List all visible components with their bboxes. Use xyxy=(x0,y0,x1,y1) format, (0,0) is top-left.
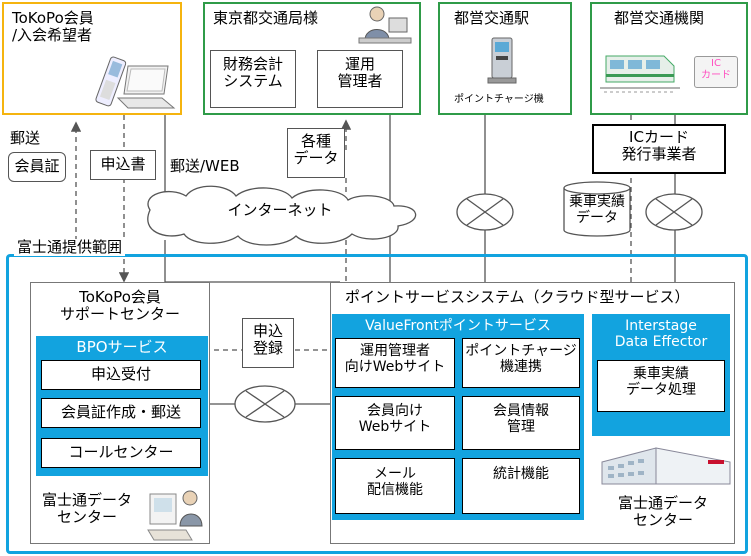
bpo-item-label: 会員証作成・郵送 xyxy=(60,403,181,421)
ride-data-processing-box: 乗車実績 データ処理 xyxy=(597,360,725,412)
vf-item-operator-web: 運用管理者 向けWebサイト xyxy=(335,338,455,388)
internet-label: インターネット xyxy=(227,201,333,219)
application-form-box: 申込書 xyxy=(90,150,156,180)
application-registration-label: 申込 登録 xyxy=(252,322,283,358)
mail-label: 郵送 xyxy=(10,129,41,147)
ic-card-icon: IC カード xyxy=(694,56,738,88)
valuefront-label: ValueFrontポイントサービス xyxy=(365,318,551,334)
member-card-label: 会員証 xyxy=(14,157,60,175)
mail-web-label: 郵送/WEB xyxy=(170,157,240,175)
vf-item-charge-machine-link: ポイントチャージ 機連携 xyxy=(462,338,580,388)
ride-data-cylinder-icon xyxy=(563,181,631,237)
vf-item-label: ポイントチャージ 機連携 xyxy=(465,343,577,376)
vf-item-label: 運用管理者 向けWebサイト xyxy=(344,343,446,376)
ride-data-label: 乗車実績 データ xyxy=(569,194,625,227)
support-center-title: ToKoPo会員 サポートセンター xyxy=(59,288,180,324)
operator-box: 運用 管理者 xyxy=(317,50,403,108)
charge-machine-label: ポイントチャージ機 xyxy=(454,94,544,105)
fujitsu-scope-frame xyxy=(6,254,748,554)
network-symbols xyxy=(234,193,703,423)
data-effector-label: Interstage Data Effector xyxy=(614,318,708,351)
transit-box: 都営交通機関 IC カード xyxy=(590,2,748,115)
point-service-system-title: ポイントサービスシステム（クラウド型サービス） xyxy=(345,288,690,306)
application-registration-box: 申込 登録 xyxy=(242,318,294,368)
operator-label: 運用 管理者 xyxy=(337,55,383,91)
mobile-phone-icon xyxy=(95,56,127,107)
vf-item-label: 統計機能 xyxy=(493,466,549,482)
ic-card-label: IC カード xyxy=(701,58,731,81)
service-dc-label: 富士通データ センター xyxy=(617,494,708,530)
various-data-box: 各種 データ xyxy=(287,128,345,178)
transit-label: 都営交通機関 xyxy=(614,9,705,27)
bpo-item-call-center: コールセンター xyxy=(41,438,201,468)
member-card-badge: 会員証 xyxy=(8,152,66,182)
operator-person-icon xyxy=(358,6,412,44)
bpo-service-label: BPOサービス xyxy=(76,338,168,356)
bpo-item-label: コールセンター xyxy=(68,443,174,461)
datacenter-building-icon xyxy=(601,447,731,485)
station-box: 都営交通駅 ポイントチャージ機 xyxy=(438,2,572,115)
internet-cloud xyxy=(147,185,417,246)
laptop-icon xyxy=(116,65,176,109)
tokyo-label: 東京都交通局様 xyxy=(213,9,319,27)
application-form-label: 申込書 xyxy=(100,155,146,173)
bpo-item-label: 申込受付 xyxy=(90,365,151,383)
vf-item-member-web: 会員向け Webサイト xyxy=(335,396,455,450)
member-label: ToKoPo会員 /入会希望者 xyxy=(12,9,94,45)
charge-machine-icon xyxy=(487,37,517,84)
vf-item-label: 会員情報 管理 xyxy=(493,403,549,436)
vf-item-member-info: 会員情報 管理 xyxy=(462,396,580,450)
vf-item-mail-delivery: メール 配信機能 xyxy=(335,458,455,514)
support-dc-label: 富士通データ センター xyxy=(41,491,132,527)
call-center-operator-icon xyxy=(147,490,203,541)
train-icon xyxy=(600,55,680,93)
ic-issuer-box: ICカード 発行事業者 xyxy=(592,124,726,174)
vf-item-label: メール 配信機能 xyxy=(367,466,423,499)
ride-data-processing-label: 乗車実績 データ処理 xyxy=(626,366,696,399)
scope-label: 富士通提供範囲 xyxy=(14,238,126,257)
vf-item-label: 会員向け Webサイト xyxy=(358,403,432,436)
vf-item-statistics: 統計機能 xyxy=(462,458,580,514)
bpo-item-card-issue: 会員証作成・郵送 xyxy=(41,398,201,428)
finance-system-label: 財務会計 システム xyxy=(222,55,283,91)
station-label: 都営交通駅 xyxy=(454,9,530,27)
ic-issuer-label: ICカード 発行事業者 xyxy=(621,128,697,164)
various-data-label: 各種 データ xyxy=(293,132,339,168)
bpo-item-application: 申込受付 xyxy=(41,360,201,390)
member-box: ToKoPo会員 /入会希望者 xyxy=(2,2,182,115)
finance-system-box: 財務会計 システム xyxy=(210,50,296,108)
